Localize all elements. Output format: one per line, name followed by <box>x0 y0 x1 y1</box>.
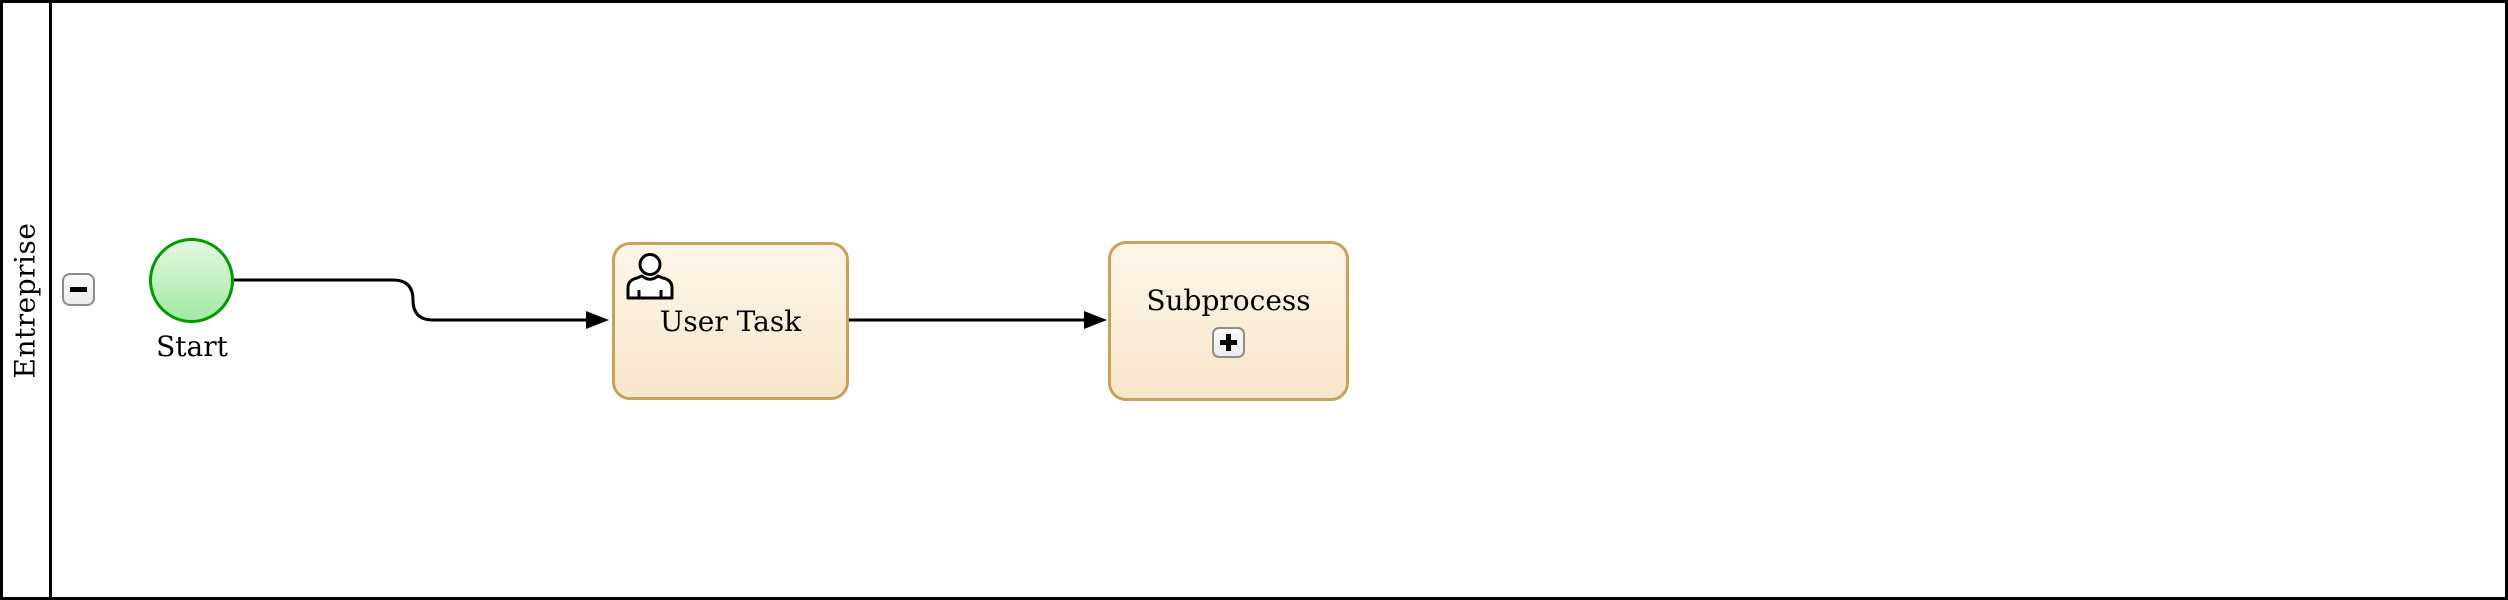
start-event[interactable] <box>149 238 234 323</box>
pool-label-lane[interactable]: Entreprise <box>0 0 52 600</box>
user-task[interactable]: User Task <box>612 242 849 400</box>
person-icon <box>626 253 674 300</box>
subprocess-content: Subprocess <box>1146 284 1311 358</box>
sequence-flow-start-to-usertask[interactable] <box>233 278 609 329</box>
arrowhead <box>1084 311 1107 329</box>
subprocess-label: Subprocess <box>1146 284 1311 317</box>
subprocess-expand-button[interactable] <box>1211 327 1245 358</box>
plus-icon <box>1219 334 1237 351</box>
start-event-label: Start <box>156 330 228 363</box>
sequence-flow-usertask-to-subprocess[interactable] <box>849 311 1107 329</box>
subprocess[interactable]: Subprocess <box>1108 241 1349 401</box>
user-task-label: User Task <box>659 304 802 338</box>
arrowhead <box>586 311 609 329</box>
pool-collapse-button[interactable] <box>62 273 95 306</box>
minus-icon <box>70 287 87 292</box>
